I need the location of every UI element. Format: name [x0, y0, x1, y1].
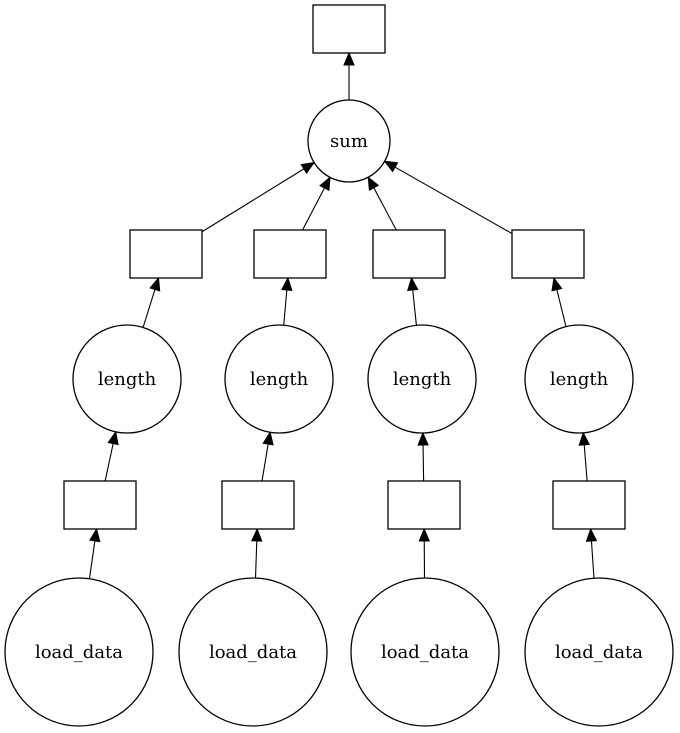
- node-circle: [350, 577, 500, 727]
- edge-ld4-to-c4: [585, 527, 598, 579]
- box-node-c3: [387, 480, 461, 530]
- task-node-ld1: load_data: [4, 577, 154, 727]
- arrowhead-icon: [300, 161, 316, 175]
- edge-ld1-to-c1: [88, 527, 101, 579]
- edge-line: [142, 289, 156, 328]
- arrowhead-icon: [551, 276, 563, 292]
- node-label: length: [550, 369, 609, 390]
- node-circle: [524, 324, 634, 434]
- edge-b2-to-sum: [302, 176, 331, 231]
- edge-line: [590, 540, 595, 579]
- arrowhead-icon: [251, 527, 263, 542]
- task-node-sum: sum: [307, 99, 391, 183]
- box-node-c4: [552, 480, 626, 530]
- task-node-ld2: load_data: [178, 577, 328, 727]
- box-node-b4: [511, 229, 585, 279]
- node-circle: [4, 577, 154, 727]
- edge-line: [201, 168, 305, 233]
- node-box: [253, 229, 327, 279]
- node-label: length: [98, 369, 157, 390]
- node-label: load_data: [381, 642, 469, 663]
- node-box: [63, 480, 137, 530]
- node-box: [221, 480, 295, 530]
- arrowhead-icon: [107, 430, 119, 446]
- edge-line: [394, 166, 513, 235]
- task-node-len3: length: [367, 324, 477, 434]
- box-node-c1: [63, 480, 137, 530]
- arrowhead-icon: [417, 431, 429, 446]
- edge-line: [254, 540, 258, 579]
- edge-b4-to-sum: [383, 160, 513, 235]
- edge-sum-to-out: [343, 51, 355, 100]
- box-node-b2: [253, 229, 327, 279]
- node-circle: [524, 577, 674, 727]
- node-box: [511, 229, 585, 279]
- task-node-ld4: load_data: [524, 577, 674, 727]
- edge-len4-to-b4: [551, 276, 567, 327]
- arrowhead-icon: [343, 51, 355, 66]
- arrowhead-icon: [367, 176, 380, 191]
- arrowhead-icon: [319, 176, 331, 192]
- arrowhead-icon: [149, 276, 161, 292]
- node-box: [387, 480, 461, 530]
- task-node-ld3: load_data: [350, 577, 500, 727]
- edge-line: [556, 289, 567, 327]
- edge-line: [261, 444, 269, 482]
- edges-layer: [88, 51, 598, 579]
- node-label: length: [393, 369, 452, 390]
- arrowhead-icon: [585, 527, 598, 542]
- edge-c3-to-len3: [417, 431, 429, 482]
- edge-len2-to-b2: [281, 276, 293, 326]
- node-circle: [178, 577, 328, 727]
- task-node-len4: length: [524, 324, 634, 434]
- node-label: length: [250, 369, 309, 390]
- node-circle: [72, 324, 182, 434]
- edge-b3-to-sum: [367, 176, 397, 231]
- node-box: [312, 4, 386, 54]
- node-circle: [224, 324, 334, 434]
- edge-b1-to-sum: [201, 161, 316, 233]
- arrowhead-icon: [262, 430, 274, 446]
- edge-line: [283, 289, 288, 326]
- edge-line: [583, 444, 588, 482]
- edge-line: [412, 289, 417, 326]
- node-circle: [367, 324, 477, 434]
- edge-len1-to-b1: [142, 276, 161, 328]
- box-node-b1: [129, 229, 203, 279]
- edge-line: [302, 187, 325, 231]
- edge-line: [422, 444, 425, 482]
- node-label: load_data: [555, 642, 643, 663]
- node-label: load_data: [35, 642, 123, 663]
- node-circle: [307, 99, 391, 183]
- arrowhead-icon: [418, 527, 430, 542]
- arrowhead-icon: [578, 431, 590, 446]
- node-label: sum: [330, 131, 368, 152]
- edge-c4-to-len4: [578, 431, 590, 482]
- task-node-len2: length: [224, 324, 334, 434]
- node-box: [129, 229, 203, 279]
- edge-c2-to-len2: [261, 430, 274, 482]
- box-node-c2: [221, 480, 295, 530]
- nodes-layer: sum length length length length load_data load…: [4, 4, 674, 727]
- arrowhead-icon: [281, 276, 293, 291]
- box-node-out: [312, 4, 386, 54]
- arrowhead-icon: [383, 160, 399, 173]
- node-label: load_data: [209, 642, 297, 663]
- edge-c1-to-len1: [104, 430, 119, 482]
- node-box: [372, 229, 446, 279]
- box-node-b3: [372, 229, 446, 279]
- edge-line: [373, 187, 397, 231]
- arrowhead-icon: [89, 527, 101, 543]
- edge-ld3-to-c3: [418, 527, 430, 579]
- node-box: [552, 480, 626, 530]
- edge-line: [88, 540, 96, 579]
- edge-ld2-to-c2: [251, 527, 263, 579]
- arrowhead-icon: [407, 276, 419, 292]
- edge-len3-to-b3: [407, 276, 419, 326]
- edge-line: [104, 443, 114, 482]
- task-node-len1: length: [72, 324, 182, 434]
